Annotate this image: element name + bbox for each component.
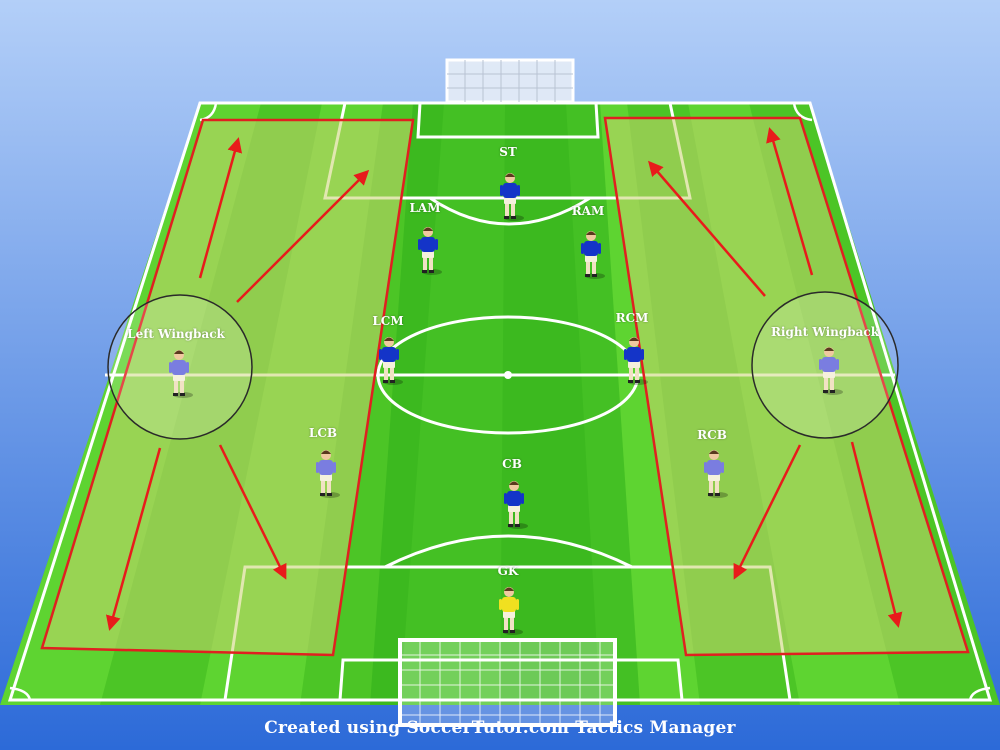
arrow-lwb-up — [198, 137, 243, 279]
label-lcb: LCB — [308, 426, 338, 440]
bottom-goal — [398, 638, 617, 727]
player-ram — [581, 231, 605, 279]
arrow-rwb-down — [850, 441, 903, 628]
player-lcb — [316, 450, 340, 498]
player-cb — [504, 481, 528, 529]
players — [169, 173, 843, 635]
label-lcm: LCM — [372, 314, 404, 328]
label-lam: LAM — [409, 201, 441, 215]
player-st — [500, 173, 524, 221]
label-rcb: RCB — [697, 428, 727, 442]
player-lam — [418, 227, 442, 275]
credit-text: Created using SoccerTutor.com Tactics Ma… — [264, 718, 736, 738]
label-rcm: RCM — [615, 311, 649, 325]
player-left-wingback — [169, 350, 193, 398]
movement-arrows — [105, 127, 903, 631]
arrow-lwb-diag-up — [236, 169, 370, 303]
player-gk — [499, 587, 523, 635]
label-left-wingback: Left Wingback — [127, 327, 225, 341]
arrow-rwb-diag-up — [648, 160, 766, 297]
arrow-rwb-diag-down — [733, 444, 802, 580]
player-right-wingback — [819, 347, 843, 395]
label-cb: CB — [502, 457, 522, 471]
top-goal — [445, 58, 575, 104]
left-wingback-zone — [40, 118, 415, 657]
label-st: ST — [499, 145, 517, 159]
label-gk: GK — [497, 564, 519, 578]
arrow-lwb-diag-down — [218, 444, 287, 580]
player-rcm — [624, 337, 648, 385]
player-lcm — [379, 337, 403, 385]
right-wingback-zone — [603, 116, 970, 657]
label-ram: RAM — [571, 204, 605, 218]
arrow-rwb-up — [766, 127, 814, 276]
label-right-wingback: Right Wingback — [770, 325, 880, 339]
arrow-lwb-down — [105, 447, 162, 631]
player-rcb — [704, 450, 728, 498]
